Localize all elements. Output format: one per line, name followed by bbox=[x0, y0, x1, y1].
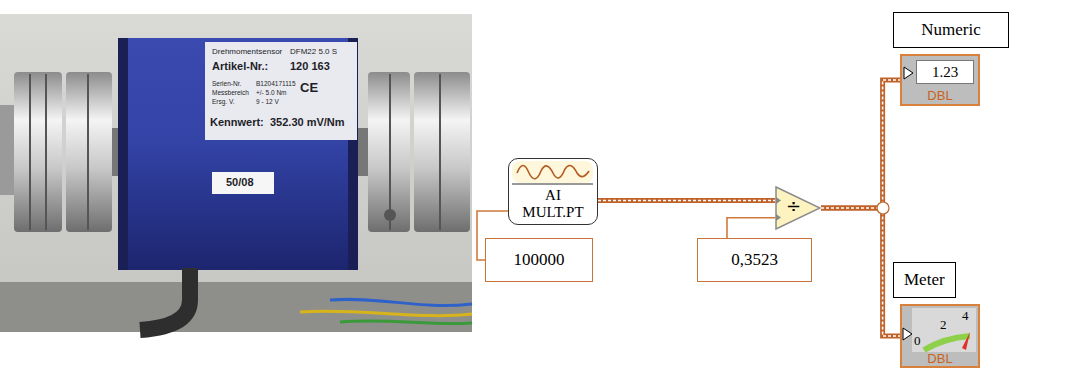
indicator-frame: 0 2 4DBL bbox=[900, 304, 980, 368]
meter-indicator: Meter 0 2 4DBL bbox=[893, 262, 1018, 372]
constant-value: 100000 bbox=[500, 250, 578, 270]
scale-mark: 4 bbox=[962, 309, 969, 323]
sensor-label-text: Ersg. V. bbox=[212, 98, 235, 105]
analog-input-block: AI MULT.PT bbox=[508, 158, 598, 225]
sensor-label-text: Kennwert: bbox=[210, 116, 264, 129]
sensor-label-text: Serien-Nr. bbox=[212, 80, 241, 87]
sensor-label-text: CE bbox=[300, 81, 318, 96]
block-name: AI MULT.PT bbox=[513, 187, 593, 220]
numeric-indicator: Numeric 1.23DBL bbox=[893, 12, 1018, 108]
constant-value: 0,3523 bbox=[712, 250, 797, 270]
indicator-frame: 1.23DBL bbox=[900, 54, 980, 106]
sensor-label-text: +/- 5.0 Nm bbox=[256, 89, 287, 96]
junction-dot bbox=[877, 202, 889, 214]
constant-box: 100000 bbox=[485, 238, 593, 282]
input-terminal bbox=[903, 66, 914, 80]
indicator-label: Meter bbox=[893, 262, 956, 298]
scale-mark: 0 bbox=[914, 334, 921, 348]
indicator-label: Numeric bbox=[893, 12, 1009, 48]
sensor-label-text: Messbereich bbox=[212, 89, 249, 96]
wire-line bbox=[821, 80, 900, 208]
data-type: DBL bbox=[902, 352, 978, 366]
wire-line bbox=[727, 218, 775, 238]
wire bbox=[598, 200, 775, 201]
wire-pattern bbox=[821, 208, 900, 336]
indicator-value: 1.23 bbox=[916, 60, 974, 84]
constant-box: 0,3523 bbox=[697, 238, 812, 282]
wire-pattern bbox=[821, 80, 900, 208]
scale-mark: 2 bbox=[940, 318, 947, 332]
wire-line bbox=[598, 198, 775, 203]
sensor-label-text: DFM22 5.0 S bbox=[290, 47, 337, 56]
waveform-icon bbox=[509, 159, 596, 185]
sensor-label-text: Drehmomentsensor bbox=[212, 47, 282, 56]
wire bbox=[727, 218, 775, 238]
wire bbox=[821, 80, 900, 208]
sensor-label-text: 9 - 12 V bbox=[256, 98, 279, 105]
sensor-label-text: B1204171115 bbox=[256, 80, 296, 87]
sensor-label-text: 352.30 mV/Nm bbox=[270, 116, 345, 129]
block-text-wrap: AI MULT.PT bbox=[513, 187, 593, 220]
operator-symbol: ÷ bbox=[786, 196, 801, 216]
sensor-label-text: 120 163 bbox=[290, 60, 330, 73]
wire bbox=[821, 208, 900, 336]
data-type: DBL bbox=[902, 88, 978, 104]
divide-function: ÷ bbox=[775, 186, 821, 230]
input-terminal-art bbox=[903, 66, 914, 80]
sensor-label-text: Artikel-Nr.: bbox=[212, 60, 268, 73]
wire-pattern bbox=[598, 200, 775, 202]
wire-line bbox=[821, 208, 900, 336]
waveform-icon-art bbox=[509, 159, 596, 185]
sensor-label-text: 50/08 bbox=[226, 176, 254, 189]
